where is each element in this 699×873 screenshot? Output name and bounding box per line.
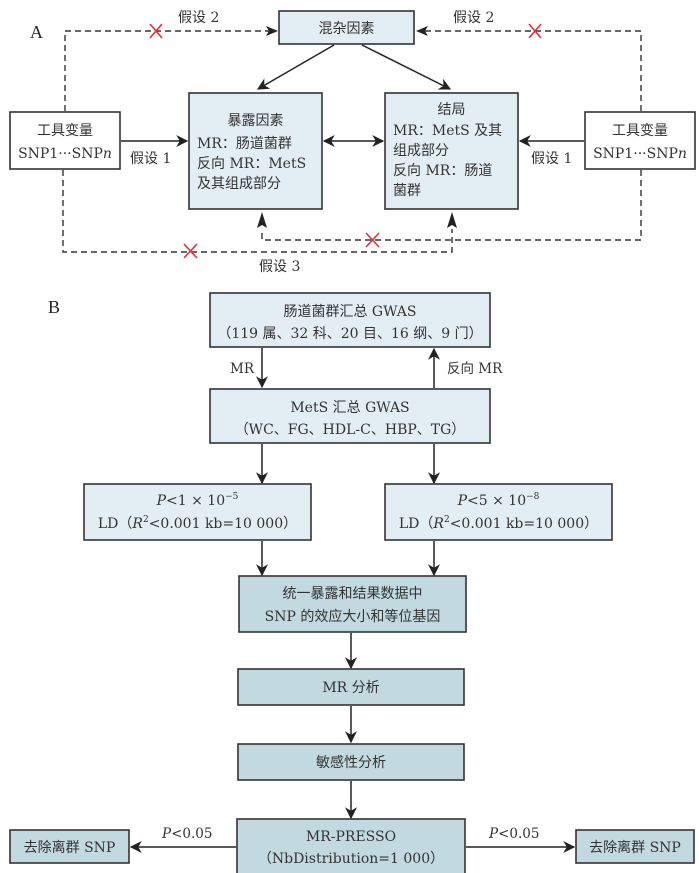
remove-outliers-right-label: 去除离群 SNP xyxy=(589,839,681,856)
exposure-line: MR：肠道菌群 xyxy=(197,136,292,152)
threshold-right-p: P<5 × 10−8 xyxy=(457,492,540,509)
exposure-line: 及其组成部分 xyxy=(197,176,281,192)
threshold-right-ld: LD（R2<0.001 kb=10 000） xyxy=(399,515,598,532)
outcome-box: 结局 MR：MetS 及其 组成部分 反向 MR：肠道 菌群 xyxy=(384,92,519,210)
outcome-line: 组成部分 xyxy=(393,143,449,159)
p-symbol: P xyxy=(161,826,172,842)
instrument-right-snps: SNP1···SNPn xyxy=(593,146,687,162)
sensitivity-box: 敏感性分析 xyxy=(237,743,465,781)
p-text: <5 × 10 xyxy=(467,493,526,509)
confounder-box: 混杂因素 xyxy=(278,10,415,45)
threshold-left-p: P<1 × 10−5 xyxy=(156,492,239,509)
snp-n: n xyxy=(103,146,112,162)
instrument-left-snps: SNP1···SNPn xyxy=(18,146,112,162)
snp-range: SNP1···SNP xyxy=(593,146,678,162)
outcome-line: 反向 MR：肠道 xyxy=(393,163,492,179)
r-exponent: 2 xyxy=(444,515,450,525)
assumption-3-left-path xyxy=(62,170,457,253)
p-text: <0.05 xyxy=(498,826,539,842)
gut-gwas-title: 肠道菌群汇总 GWAS xyxy=(283,304,416,320)
sensitivity-label: 敏感性分析 xyxy=(316,754,386,771)
mets-gwas-box: MetS 汇总 GWAS （WC、FG、HDL-C、HBP、TG） xyxy=(209,388,491,444)
assumption-2-left-path xyxy=(64,26,278,111)
panel-b-label: B xyxy=(48,297,60,317)
p-right-label: P<0.05 xyxy=(488,826,539,842)
panel-a-label: A xyxy=(30,22,43,42)
confounder-to-outcome-arrow xyxy=(361,44,452,90)
confounder-to-exposure-arrow xyxy=(256,44,335,90)
r-symbol: R xyxy=(131,516,143,532)
p-left-label: P<0.05 xyxy=(161,826,212,842)
reverse-mr-label: 反向 MR xyxy=(447,361,503,377)
cross-icon xyxy=(365,232,380,248)
cross-icon xyxy=(528,23,542,39)
exposure-line: 反向 MR：MetS xyxy=(197,156,306,172)
mr-presso-box: MR-PRESSO （NbDistribution=1 000） xyxy=(236,818,466,873)
outcome-line: MR：MetS 及其 xyxy=(393,123,502,139)
assumption-1-right-label: 假设 1 xyxy=(531,151,572,167)
remove-outliers-left-box: 去除离群 SNP xyxy=(9,829,130,864)
exposure-title: 暴露因素 xyxy=(228,113,284,129)
ld-suffix: <0.001 kb=10 000） xyxy=(450,516,598,532)
outcome-line: 菌群 xyxy=(393,183,421,199)
ld-suffix: <0.001 kb=10 000） xyxy=(149,516,297,532)
outcome-title: 结局 xyxy=(438,102,466,118)
gut-gwas-box: 肠道菌群汇总 GWAS （119 属、32 科、20 目、16 纲、9 门） xyxy=(209,292,491,348)
harmonize-box: 统一暴露和结果数据中 SNP 的效应大小和等位基因 xyxy=(238,575,467,633)
ld-prefix: LD（ xyxy=(98,516,133,532)
assumption-2-left-label: 假设 2 xyxy=(178,10,219,26)
assumption-3-label: 假设 3 xyxy=(259,259,300,275)
mr-analysis-box: MR 分析 xyxy=(237,668,465,706)
r-symbol: R xyxy=(432,516,444,532)
gut-gwas-detail: （119 属、32 科、20 目、16 纲、9 门） xyxy=(217,326,482,342)
threshold-left-ld: LD（R2<0.001 kb=10 000） xyxy=(98,515,297,532)
p-symbol: P xyxy=(488,826,499,842)
remove-outliers-left-label: 去除离群 SNP xyxy=(24,839,116,856)
instrument-left-title: 工具变量 xyxy=(37,123,93,139)
snp-range: SNP1···SNP xyxy=(18,146,103,162)
assumption-2-right-path xyxy=(416,26,642,111)
instrument-left-box: 工具变量 SNP1···SNPn xyxy=(9,111,121,170)
assumption-1-left-label: 假设 1 xyxy=(130,151,171,167)
p-text: <1 × 10 xyxy=(166,493,225,509)
cross-icon xyxy=(183,243,198,259)
r-exponent: 2 xyxy=(143,515,149,525)
mets-gwas-title: MetS 汇总 GWAS xyxy=(290,400,409,416)
mr-presso-title: MR-PRESSO xyxy=(306,829,396,845)
snp-n: n xyxy=(678,146,687,162)
p-exponent: −5 xyxy=(225,492,239,502)
exposure-box: 暴露因素 MR：肠道菌群 反向 MR：MetS 及其组成部分 xyxy=(188,92,323,210)
threshold-right-box: P<5 × 10−8 LD（R2<0.001 kb=10 000） xyxy=(384,483,613,541)
mr-analysis-label: MR 分析 xyxy=(322,680,379,696)
remove-outliers-right-box: 去除离群 SNP xyxy=(575,829,695,864)
mr-presso-detail: （NbDistribution=1 000） xyxy=(258,851,444,867)
threshold-left-box: P<1 × 10−5 LD（R2<0.001 kb=10 000） xyxy=(83,483,312,541)
instrument-right-title: 工具变量 xyxy=(612,123,668,139)
ld-prefix: LD（ xyxy=(399,516,434,532)
assumption-3-right-path xyxy=(257,170,642,241)
confounder-label: 混杂因素 xyxy=(319,21,375,37)
mr-label: MR xyxy=(230,361,255,377)
instrument-right-box: 工具变量 SNP1···SNPn xyxy=(584,111,696,170)
harmonize-line: 统一暴露和结果数据中 xyxy=(283,586,423,602)
harmonize-line: SNP 的效应大小和等位基因 xyxy=(265,608,441,625)
p-text: <0.05 xyxy=(171,826,212,842)
p-symbol: P xyxy=(156,493,167,509)
assumption-2-right-label: 假设 2 xyxy=(453,10,494,26)
mets-gwas-detail: （WC、FG、HDL-C、HBP、TG） xyxy=(235,422,466,438)
p-symbol: P xyxy=(457,493,468,509)
p-exponent: −8 xyxy=(526,492,540,502)
cross-icon xyxy=(149,23,163,39)
